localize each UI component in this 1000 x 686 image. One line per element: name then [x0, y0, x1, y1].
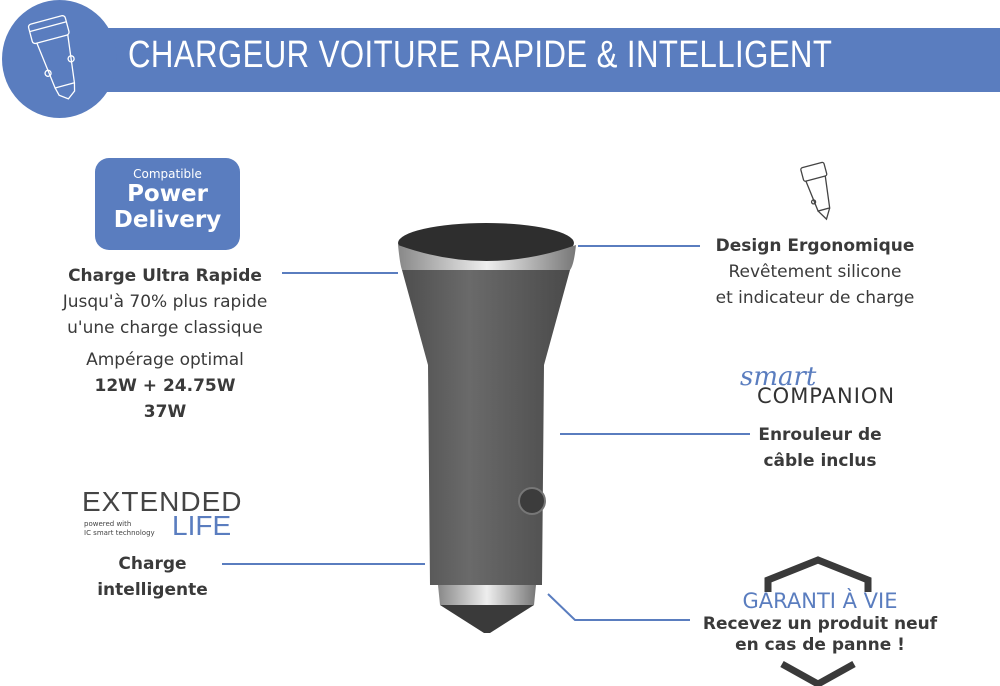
design-title: Design Ergonomique	[715, 236, 915, 256]
shield-icon	[764, 556, 872, 686]
connector-line	[222, 563, 425, 565]
fast-charge-line1: Jusqu'à 70% plus rapide	[62, 292, 268, 312]
warranty-line1: Recevez un produit neuf	[702, 614, 938, 634]
connector-line	[560, 433, 750, 435]
life-logo-text: LIFE	[172, 510, 232, 541]
smart-charge-block: Charge intelligente	[85, 551, 220, 603]
connector-line	[578, 245, 700, 247]
design-block: Design Ergonomique Revêtement silicone e…	[700, 233, 930, 311]
page-title: CHARGEUR VOITURE RAPIDE & INTELLIGENT	[128, 34, 833, 76]
companion-logo-text: COMPANION	[757, 384, 896, 408]
fast-charge-line2: u'une charge classique	[67, 318, 263, 338]
companion-line1: Enrouleur de	[758, 425, 882, 445]
amp-value2: 37W	[143, 402, 187, 422]
amp-label: Ampérage optimal	[86, 350, 244, 370]
extended-logo-text: EXTENDED	[82, 486, 243, 517]
companion-line2: câble inclus	[763, 451, 877, 471]
extended-sub1: powered with	[84, 520, 132, 528]
car-charger-icon	[27, 15, 76, 100]
fast-charge-block: Charge Ultra Rapide Jusqu'à 70% plus rap…	[40, 263, 290, 425]
connector-line	[282, 272, 398, 274]
design-line2: et indicateur de charge	[715, 288, 915, 308]
amp-value1: 12W + 24.75W	[94, 376, 236, 396]
design-line1: Revêtement silicone	[728, 262, 902, 282]
smart-charge-line1: Charge	[118, 554, 187, 574]
companion-block: Enrouleur de câble inclus	[750, 422, 890, 474]
connector-line	[547, 593, 690, 621]
extended-sub2: IC smart technology	[84, 529, 155, 537]
smart-charge-line2: intelligente	[97, 580, 208, 600]
badge-line2: Delivery	[113, 207, 222, 233]
header-banner	[60, 28, 1000, 92]
warranty-block: GARANTI À VIE Recevez un produit neuf en…	[680, 588, 960, 656]
fast-charge-title: Charge Ultra Rapide	[68, 266, 262, 286]
smart-logo-text: smart	[740, 362, 817, 392]
badge-small: Compatible	[133, 167, 202, 181]
car-charger-product-image	[398, 223, 576, 633]
warranty-title: GARANTI À VIE	[742, 589, 898, 613]
charger-outline-icon	[800, 161, 831, 221]
header-circle	[2, 0, 117, 118]
badge-line1: Power	[127, 181, 208, 207]
warranty-line2: en cas de panne !	[735, 635, 905, 655]
power-delivery-badge: Compatible Power Delivery	[95, 158, 240, 250]
